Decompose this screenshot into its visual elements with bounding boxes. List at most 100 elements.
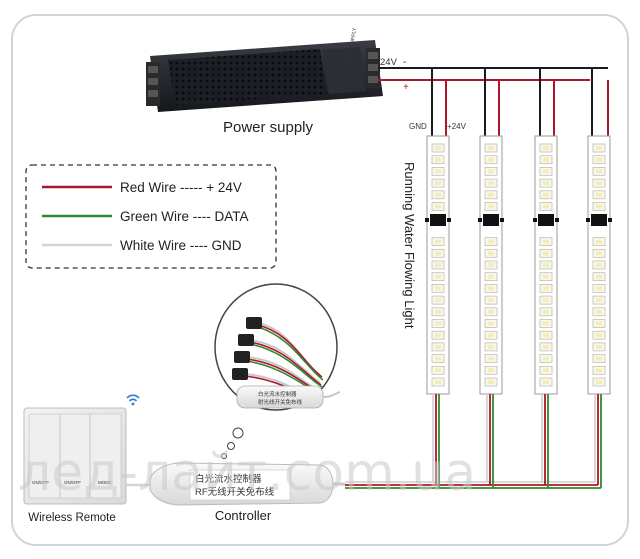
- label-plus: +: [403, 82, 409, 93]
- led-chip-core: [435, 286, 441, 291]
- led-chip-core: [596, 356, 602, 361]
- led-chip-core: [488, 356, 494, 361]
- led-chip-core: [488, 192, 494, 197]
- led-chip-core: [435, 333, 441, 338]
- led-chip-core: [488, 263, 494, 267]
- led-chip-core: [488, 380, 494, 384]
- led-chip-core: [596, 146, 602, 150]
- led-strips: [425, 135, 612, 395]
- led-chip-core: [543, 380, 549, 384]
- led-chip-core: [596, 157, 602, 162]
- led-chip-core: [435, 146, 441, 150]
- legend-item: Green Wire ---- DATA: [42, 209, 249, 224]
- led-strip: [478, 135, 504, 395]
- led-chip-core: [596, 192, 602, 197]
- label-plus24: +24V: [447, 122, 467, 131]
- led-chip-core: [488, 344, 494, 349]
- led-chip-core: [488, 286, 494, 291]
- led-chip-core: [488, 146, 494, 150]
- outer-frame: [11, 14, 629, 546]
- wireless-remote: ON/OFF ON/OFF MODE: [23, 394, 140, 505]
- data-wires: [126, 394, 602, 489]
- led-chip-core: [488, 321, 494, 326]
- led-chip-core: [435, 380, 441, 384]
- led-chip-core: [435, 321, 441, 326]
- label-gnd: GND: [409, 122, 427, 131]
- led-chip-core: [435, 368, 441, 373]
- legend-item: Red Wire ----- + 24V: [42, 180, 242, 195]
- supply-drops: [431, 68, 609, 136]
- led-chip-core: [596, 251, 602, 256]
- led-chip-core: [435, 239, 441, 244]
- led-chip-core: [596, 169, 602, 174]
- led-chip-core: [488, 298, 494, 303]
- led-chip-core: [488, 239, 494, 244]
- strip-ic: [591, 214, 607, 226]
- controller-text-1: 白光流水控制器: [195, 473, 262, 485]
- led-chip-core: [488, 181, 494, 186]
- led-chip-core: [543, 321, 549, 326]
- led-chip-core: [543, 344, 549, 349]
- led-chip-core: [435, 298, 441, 303]
- led-chip-core: [488, 204, 494, 209]
- led-chip-core: [596, 286, 602, 291]
- svg-text:ON/OFF: ON/OFF: [64, 480, 81, 485]
- led-strip: [425, 135, 451, 395]
- led-chip-core: [435, 251, 441, 256]
- wireless-remote-label: Wireless Remote: [28, 512, 116, 524]
- led-chip-core: [596, 309, 602, 314]
- led-chip-core: [435, 344, 441, 349]
- controller-label: Controller: [215, 508, 272, 523]
- led-chip-core: [435, 204, 441, 209]
- led-chip-core: [488, 368, 494, 373]
- strip-ic: [430, 214, 446, 226]
- led-strip: [586, 135, 612, 395]
- strip-ic: [483, 214, 499, 226]
- label-minus: -: [403, 57, 406, 68]
- led-chip-core: [596, 204, 602, 209]
- label-24v: 24V: [380, 57, 398, 68]
- power-supply-label: Power supply: [223, 119, 314, 136]
- led-chip-core: [596, 321, 602, 326]
- legend-label: Green Wire ---- DATA: [120, 209, 249, 224]
- led-chip-core: [488, 274, 494, 279]
- led-chip-core: [596, 181, 602, 186]
- led-chip-core: [543, 192, 549, 197]
- led-chip-core: [543, 298, 549, 303]
- svg-text:白光流水控制器: 白光流水控制器: [258, 390, 297, 398]
- led-chip-core: [543, 333, 549, 338]
- led-chip-core: [435, 274, 441, 279]
- power-supply: LED POWER SUPPLY: [146, 27, 383, 112]
- led-chip-core: [435, 181, 441, 186]
- bubble-2: [227, 442, 235, 450]
- led-chip-core: [596, 368, 602, 373]
- led-chip-core: [435, 157, 441, 162]
- led-chip-core: [543, 146, 549, 150]
- legend-label: White Wire ---- GND: [120, 238, 242, 253]
- led-chip-core: [543, 263, 549, 267]
- led-chip-core: [543, 204, 549, 209]
- led-chip-core: [543, 286, 549, 291]
- led-chip-core: [543, 356, 549, 361]
- svg-text:MODE: MODE: [98, 480, 112, 485]
- led-chip-core: [596, 298, 602, 303]
- led-chip-core: [543, 368, 549, 373]
- led-chip-core: [543, 309, 549, 314]
- led-chip-core: [543, 274, 549, 279]
- legend-box: [25, 164, 277, 269]
- led-chip-core: [543, 181, 549, 186]
- led-chip-core: [488, 169, 494, 174]
- controller-text-2: RF无线开关免布线: [195, 486, 275, 498]
- legend-label: Red Wire ----- + 24V: [120, 180, 242, 195]
- legend: Red Wire ----- + 24V Green Wire ---- DATA…: [42, 180, 249, 253]
- led-chip-core: [435, 309, 441, 314]
- strip-ic: [538, 214, 554, 226]
- led-chip-core: [435, 263, 441, 267]
- led-chip-core: [543, 251, 549, 256]
- led-chip-core: [543, 157, 549, 162]
- connector-closeup: 白光流水控制器 射光线开关免布线: [214, 283, 341, 411]
- led-chip-core: [488, 251, 494, 256]
- controller: 白光流水控制器 RF无线开关免布线: [149, 462, 345, 506]
- led-chip-core: [543, 239, 549, 244]
